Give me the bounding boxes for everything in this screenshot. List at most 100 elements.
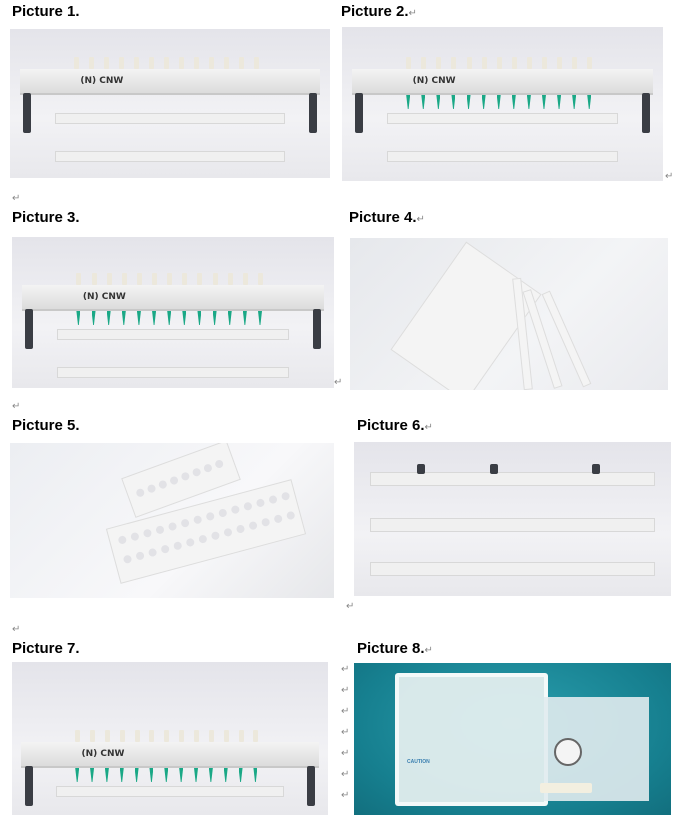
plate-hole [217, 508, 228, 518]
manifold-cover [21, 285, 325, 311]
picture-5-image [10, 443, 334, 598]
return-mark: ↵ [424, 645, 433, 656]
manifold-cover [19, 69, 321, 95]
rack-shelf [57, 329, 289, 340]
needle-tip [238, 768, 243, 782]
needle-tip [90, 768, 95, 782]
picture-7-label: Picture 7. [12, 640, 80, 657]
plate-hole [155, 524, 165, 535]
return-mark: ↵ [12, 401, 21, 412]
plate-hole [223, 527, 233, 538]
picture-7-image: (N) CNW [12, 662, 328, 815]
return-mark: ↵ [341, 706, 350, 717]
plate-hole [172, 540, 183, 551]
return-mark: ↵ [416, 214, 425, 225]
luer-port [75, 730, 81, 742]
luer-port [104, 730, 110, 742]
needle-tip [104, 768, 109, 782]
needle-tip [466, 95, 471, 109]
plate-hole [180, 471, 191, 482]
picture-3-image: (N) CNW [12, 237, 334, 388]
return-mark: ↵ [346, 601, 355, 612]
luer-port [197, 273, 203, 285]
needle-tip [481, 95, 486, 109]
luer-port [164, 57, 170, 69]
plate-hole [205, 511, 216, 522]
label-text: Picture 8. [357, 640, 425, 657]
return-mark: ↵ [341, 790, 350, 801]
luer-port [167, 273, 173, 285]
needle-tip [212, 311, 217, 325]
picture-5-label: Picture 5. [12, 417, 80, 434]
handle-post [313, 309, 322, 349]
label-text: Picture 7. [12, 640, 80, 657]
picture-8-label: Picture 8.↵ [357, 640, 433, 657]
needle-tip [587, 95, 592, 109]
return-mark: ↵ [341, 727, 350, 738]
plate-hole [135, 487, 146, 498]
plate-hole [214, 458, 225, 470]
plate-hole [146, 483, 157, 494]
luer-port [121, 273, 127, 285]
luer-port [179, 730, 185, 742]
needle-tip [436, 95, 441, 109]
needle-tip [75, 768, 80, 782]
luer-port [406, 57, 412, 69]
plate-hole [285, 510, 296, 521]
caution-label: CAUTION [407, 759, 430, 765]
picture-2-label: Picture 2.↵ [341, 3, 417, 20]
plate-hole [180, 518, 191, 529]
luer-port [224, 57, 230, 69]
plate-hole [202, 463, 214, 474]
handle-post [307, 766, 316, 806]
rack-shelf [56, 786, 284, 797]
label-text: Picture 1. [12, 3, 80, 20]
picture-1-label: Picture 1. [12, 3, 80, 20]
cnw-logo: (N) CNW [82, 292, 126, 302]
luer-port [134, 57, 140, 69]
picture-2-image: (N) CNW [342, 27, 663, 181]
needle-tip [179, 768, 184, 782]
return-mark: ↵ [341, 664, 350, 675]
cnw-logo: (N) CNW [81, 749, 125, 759]
picture-4-label: Picture 4.↵ [349, 209, 425, 226]
return-mark: ↵ [334, 377, 343, 388]
plate-hole [248, 520, 258, 531]
plate-hole [129, 531, 140, 542]
luer-port [119, 57, 125, 69]
picture-1-image: (N) CNW [10, 29, 330, 178]
label-text: Picture 4. [349, 209, 417, 226]
rack-shelf [369, 518, 656, 532]
needle-tip [194, 768, 199, 782]
label-text: Picture 5. [12, 417, 80, 434]
luer-port [194, 730, 200, 742]
rack-shelf [386, 113, 619, 124]
plate-hole [255, 498, 266, 508]
handle-post [24, 309, 33, 349]
needle-tip [152, 311, 157, 325]
rack-shelf [54, 113, 286, 124]
label-text: Picture 6. [357, 417, 425, 434]
luer-port [258, 273, 263, 285]
needle-tip [242, 311, 247, 325]
luer-port [104, 57, 110, 69]
luer-port [572, 57, 578, 69]
picture-6-image [354, 442, 671, 596]
luer-port [179, 57, 185, 69]
plate-hole [260, 517, 271, 528]
needle-tip [496, 95, 501, 109]
cnw-logo: (N) CNW [80, 76, 124, 86]
luer-port [106, 273, 112, 285]
luer-port [227, 273, 233, 285]
plate-hole [147, 547, 158, 558]
luer-port [421, 57, 427, 69]
luer-port [466, 57, 472, 69]
label-text: Picture 2. [341, 3, 409, 20]
plate-hole [273, 513, 284, 524]
cnw-logo: (N) CNW [412, 76, 456, 86]
needle-tip [258, 311, 262, 325]
luer-port [541, 57, 547, 69]
needle-tip [91, 311, 96, 325]
needle-tip [223, 768, 228, 782]
rack-shelf [369, 562, 656, 576]
